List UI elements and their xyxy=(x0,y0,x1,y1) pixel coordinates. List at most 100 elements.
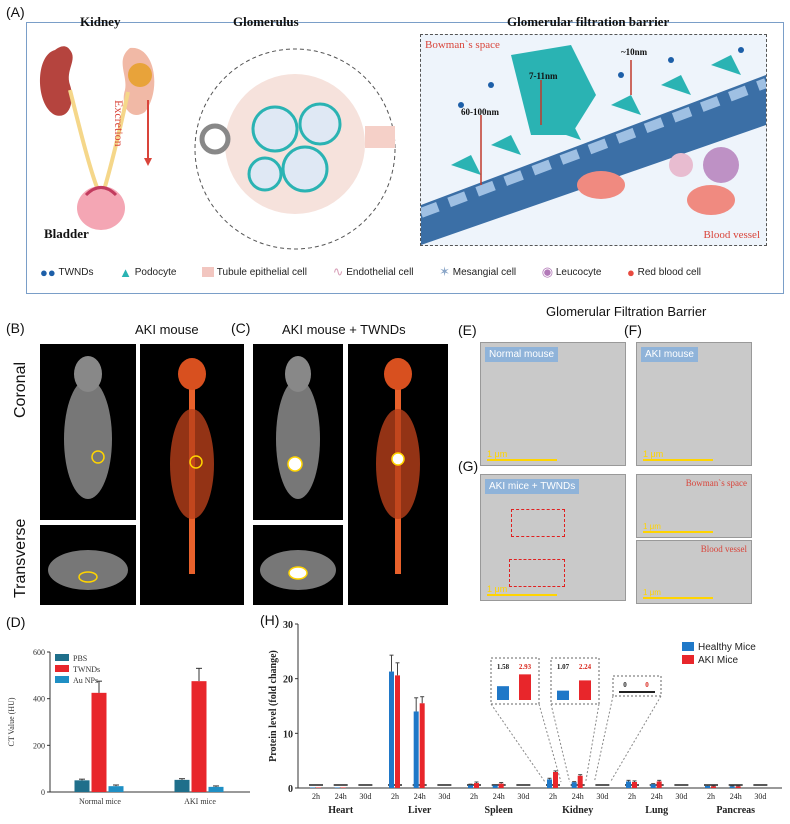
capillary-3 xyxy=(281,145,329,193)
coronal-label: Coronal xyxy=(12,361,29,418)
h-bar xyxy=(474,783,479,788)
h-organ-label: Kidney xyxy=(562,805,593,816)
gfb-title: Glomerular Filtration Barrier xyxy=(546,304,707,319)
h-timepoint-label: 30d xyxy=(675,792,687,801)
d-y-tick-label: 600 xyxy=(33,648,45,657)
h-organ-label: Liver xyxy=(408,805,432,816)
panel-b-title: AKI mouse xyxy=(135,322,199,337)
h-inset-bar xyxy=(497,686,509,700)
panel-c-title: AKI mouse + TWNDs xyxy=(282,322,406,337)
h-timepoint-label: 30d xyxy=(517,792,529,801)
ct-transverse-aki xyxy=(40,525,136,605)
panel-c-label: (C) xyxy=(231,320,251,336)
d-x-tick-label: AKI mice xyxy=(184,797,216,806)
em-aki-tag: AKI mouse xyxy=(641,347,698,362)
em-bowman-scale: 1 μm xyxy=(643,522,713,533)
h-timepoint-label: 2h xyxy=(628,792,636,801)
size-label-2: 7-11nm xyxy=(529,71,558,81)
em-vessel-inset: Blood vessel 1 μm xyxy=(636,540,752,604)
endothelial-icon: ∿ xyxy=(332,264,344,279)
h-legend-swatch xyxy=(682,642,694,651)
em-aki-scale: 1 μm xyxy=(643,449,714,461)
panel-h-label: (H) xyxy=(260,612,280,628)
d-bar xyxy=(174,779,190,792)
h-bar xyxy=(650,784,656,788)
barrier-zoom: Bowman`s space Blood vessel 60-100nm 7-1… xyxy=(420,34,767,246)
d-legend-label: TWNDs xyxy=(73,665,100,674)
h-bar xyxy=(316,787,321,788)
ct-coronal-twnd xyxy=(253,344,343,520)
h-timepoint-label: 2h xyxy=(391,792,399,801)
h-bar xyxy=(711,786,716,788)
h-inset-aki-label: 2.24 xyxy=(579,663,592,671)
h-inset-bar xyxy=(579,680,591,700)
h-timepoint-label: 24h xyxy=(651,792,663,801)
h-organ-label: Pancreas xyxy=(716,805,755,816)
h-timepoint-label: 24h xyxy=(572,792,584,801)
h-inset-aki-label: 0 xyxy=(645,681,649,689)
twnd-dot xyxy=(458,102,464,108)
h-legend-label: AKI Mice xyxy=(698,655,738,666)
legend-podocyte: Podocyte xyxy=(134,266,177,278)
excretion-arrowhead xyxy=(144,158,152,166)
h-inset-connector xyxy=(593,695,614,783)
twnd-icon: ●● xyxy=(40,264,56,280)
capillary-1 xyxy=(251,105,299,153)
h-timepoint-label: 24h xyxy=(335,792,347,801)
h-bar xyxy=(498,783,504,788)
h-y-tick-label: 0 xyxy=(288,784,293,795)
left-kidney xyxy=(40,46,73,116)
legend-rbc: Red blood cell xyxy=(637,266,702,278)
capillary-2 xyxy=(298,102,342,146)
h-inset-aki-label: 2.93 xyxy=(519,663,532,671)
glomerulus-illustration xyxy=(194,48,396,250)
em-vessel-scale: 1 μm xyxy=(643,588,713,599)
zoom-box-2 xyxy=(509,559,565,587)
h-timepoint-label: 2h xyxy=(707,792,715,801)
d-bar xyxy=(91,692,107,792)
h-bar xyxy=(340,787,346,788)
d-x-tick-label: Normal mice xyxy=(79,797,121,806)
h-y-axis-label: Protein level (fold change) xyxy=(268,650,279,762)
h-timepoint-label: 2h xyxy=(312,792,320,801)
podocyte-icon: ▲ xyxy=(119,264,132,280)
bladder-rim xyxy=(84,186,118,197)
right-ureter xyxy=(102,91,130,191)
leucocyte-icon: ◉ xyxy=(541,264,554,279)
h-bar xyxy=(705,785,710,788)
d-y-tick-label: 400 xyxy=(33,695,45,704)
h-timepoint-label: 24h xyxy=(730,792,742,801)
glomerulus-label: Glomerulus xyxy=(233,14,299,29)
panel-a-label: (A) xyxy=(6,4,25,20)
h-bar xyxy=(492,785,498,788)
h-timepoint-label: 24h xyxy=(493,792,505,801)
tubule-icon xyxy=(201,267,214,277)
capillary-4 xyxy=(247,156,283,192)
h-y-tick-label: 20 xyxy=(283,675,293,686)
h-y-tick-label: 30 xyxy=(283,620,293,631)
mesangial-icon: ✶ xyxy=(439,264,450,279)
panel-e-label: (E) xyxy=(458,322,477,338)
d-legend-label: PBS xyxy=(73,654,87,663)
blood-vessel-label: Blood vessel xyxy=(703,229,760,241)
h-legend-swatch xyxy=(682,655,694,664)
h-timepoint-label: 24h xyxy=(414,792,426,801)
h-bar xyxy=(626,781,631,788)
twnd-dot xyxy=(618,72,624,78)
glomerulus-capsule xyxy=(225,74,365,214)
em-bowman-label: Bowman`s space xyxy=(685,478,747,488)
h-bar xyxy=(310,787,315,788)
barrier-illustration xyxy=(421,45,766,245)
h-bar xyxy=(395,675,400,788)
foot-processes xyxy=(451,55,741,175)
size-label-3: ~10nm xyxy=(621,47,648,57)
em-aki: AKI mouse 1 μm xyxy=(636,342,752,466)
em-twnd-tag: AKI mice + TWNDs xyxy=(485,479,580,494)
h-inset-healthy-label: 0 xyxy=(623,681,627,689)
h-legend-label: Healthy Mice xyxy=(698,642,756,653)
h-inset-connector xyxy=(538,703,562,783)
rbc-1 xyxy=(577,171,625,199)
d-legend-swatch xyxy=(55,676,69,683)
ct-3d-aki xyxy=(140,344,244,605)
